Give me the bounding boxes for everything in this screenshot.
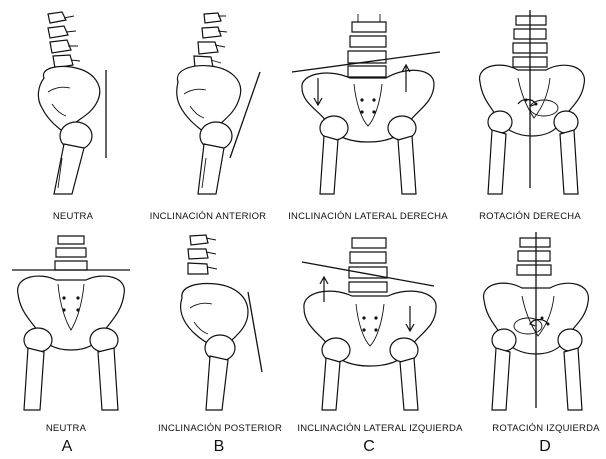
panel-inclinacion-posterior xyxy=(168,232,278,412)
panel-inclinacion-lateral-derecha xyxy=(288,8,448,198)
caption-inclinacion-lateral-izquierda: INCLINACIÓN LATERAL IZQUIERDA xyxy=(292,423,468,434)
column-letter-a: A xyxy=(52,438,82,456)
pelvis-frontal-neutral-illustration xyxy=(6,232,136,412)
column-letter-c: C xyxy=(354,438,384,456)
pelvis-right-rotation-illustration xyxy=(466,8,596,198)
pelvis-right-lateral-tilt-illustration xyxy=(288,8,448,198)
caption-neutra-top: NEUTRA xyxy=(18,211,128,222)
pelvis-anterior-tilt-illustration xyxy=(160,8,270,198)
pelvis-lateral-neutral-illustration xyxy=(18,8,128,198)
caption-inclinacion-anterior: INCLINACIÓN ANTERIOR xyxy=(138,211,278,222)
caption-neutra-bottom: NEUTRA xyxy=(6,423,126,434)
caption-inclinacion-lateral-derecha: INCLINACIÓN LATERAL DERECHA xyxy=(284,211,452,222)
pelvis-left-lateral-tilt-illustration xyxy=(292,232,452,412)
column-letter-b: B xyxy=(204,438,234,456)
panel-inclinacion-anterior xyxy=(160,8,270,198)
panel-rotacion-derecha xyxy=(466,8,596,198)
caption-inclinacion-posterior: INCLINACIÓN POSTERIOR xyxy=(150,423,290,434)
column-letter-d: D xyxy=(530,438,560,456)
panel-inclinacion-lateral-izquierda xyxy=(292,232,452,412)
pelvis-posterior-tilt-illustration xyxy=(168,232,278,412)
panel-neutra-frontal xyxy=(6,232,136,412)
caption-rotacion-derecha: ROTACIÓN DERECHA xyxy=(470,211,590,222)
pelvis-left-rotation-illustration xyxy=(472,232,602,412)
panel-rotacion-izquierda xyxy=(472,232,602,412)
panel-neutra-lateral xyxy=(18,8,128,198)
caption-rotacion-izquierda: ROTACIÓN IZQUIERDA xyxy=(488,423,604,434)
